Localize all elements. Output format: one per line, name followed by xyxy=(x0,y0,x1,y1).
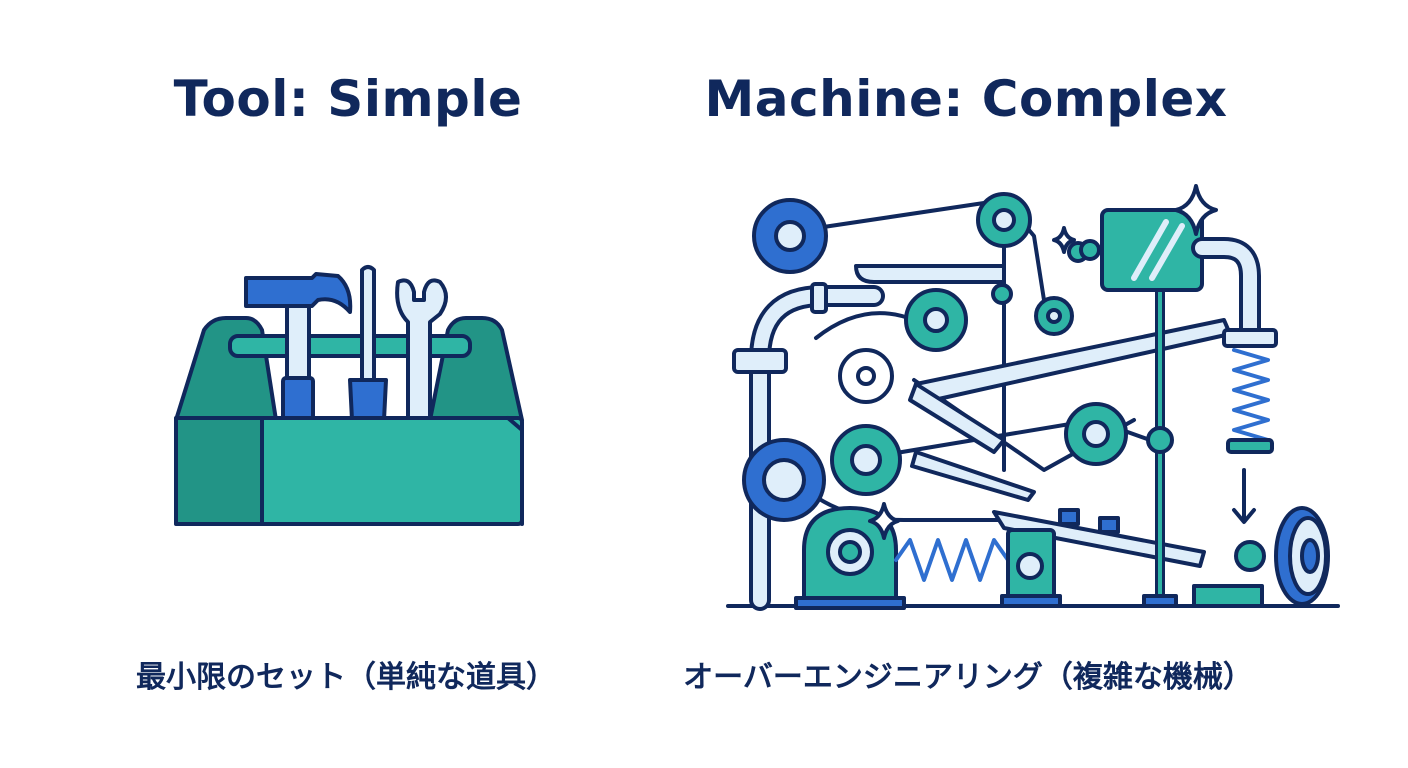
tool-caption: 最小限のセット（単純な道具） xyxy=(136,660,556,695)
machine-illustration xyxy=(726,184,1340,611)
machine-title: Machine: Complex xyxy=(704,70,1228,128)
gear-icon xyxy=(904,288,968,352)
machine-caption: オーバーエンジニアリング（複雑な機械） xyxy=(683,660,1253,695)
gear-icon xyxy=(752,198,828,274)
tool-panel: Tool: Simple 最小限のセット（単純な道具） xyxy=(136,70,556,695)
gear-icon xyxy=(742,438,826,522)
tool-title: Tool: Simple xyxy=(173,70,523,128)
machine-panel: Machine: Complex xyxy=(683,0,1408,768)
gear-icon xyxy=(838,348,894,404)
toolbox-illustration xyxy=(174,265,524,526)
